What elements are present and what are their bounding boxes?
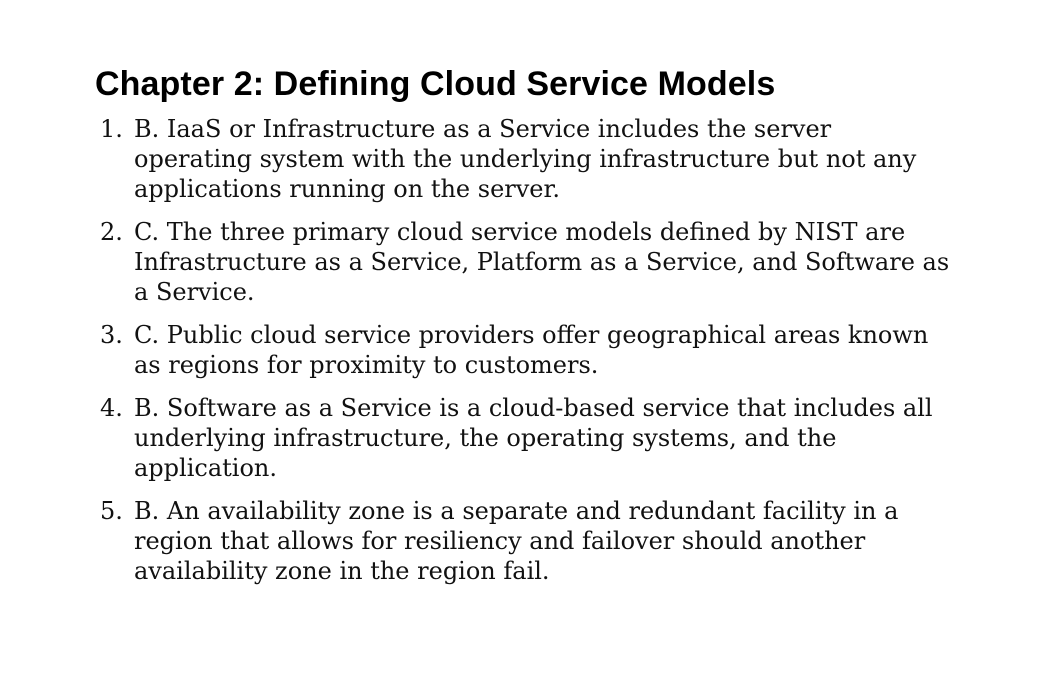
list-item-text: C. Public cloud service providers offer … [134, 321, 929, 379]
list-item: 1. B. IaaS or Infrastructure as a Servic… [95, 114, 955, 204]
answer-list: 1. B. IaaS or Infrastructure as a Servic… [95, 114, 955, 586]
list-item-text: B. An availability zone is a separate an… [134, 497, 899, 585]
list-item-number: 4. [100, 394, 123, 422]
list-item: 5. B. An availability zone is a separate… [95, 496, 955, 586]
chapter-title: Chapter 2: Defining Cloud Service Models [95, 65, 776, 103]
list-item: 4. B. Software as a Service is a cloud-b… [95, 393, 955, 483]
list-item-number: 1. [100, 115, 123, 143]
list-item-text: B. IaaS or Infrastructure as a Service i… [134, 115, 917, 203]
list-item-text: C. The three primary cloud service model… [134, 218, 950, 306]
list-item-text: B. Software as a Service is a cloud-base… [134, 394, 933, 482]
document-page: Chapter 2: Defining Cloud Service Models… [95, 64, 955, 599]
list-item-number: 2. [100, 218, 123, 246]
list-item: 2. C. The three primary cloud service mo… [95, 217, 955, 307]
list-item: 3. C. Public cloud service providers off… [95, 320, 955, 380]
list-item-number: 3. [100, 321, 123, 349]
list-item-number: 5. [100, 497, 123, 525]
